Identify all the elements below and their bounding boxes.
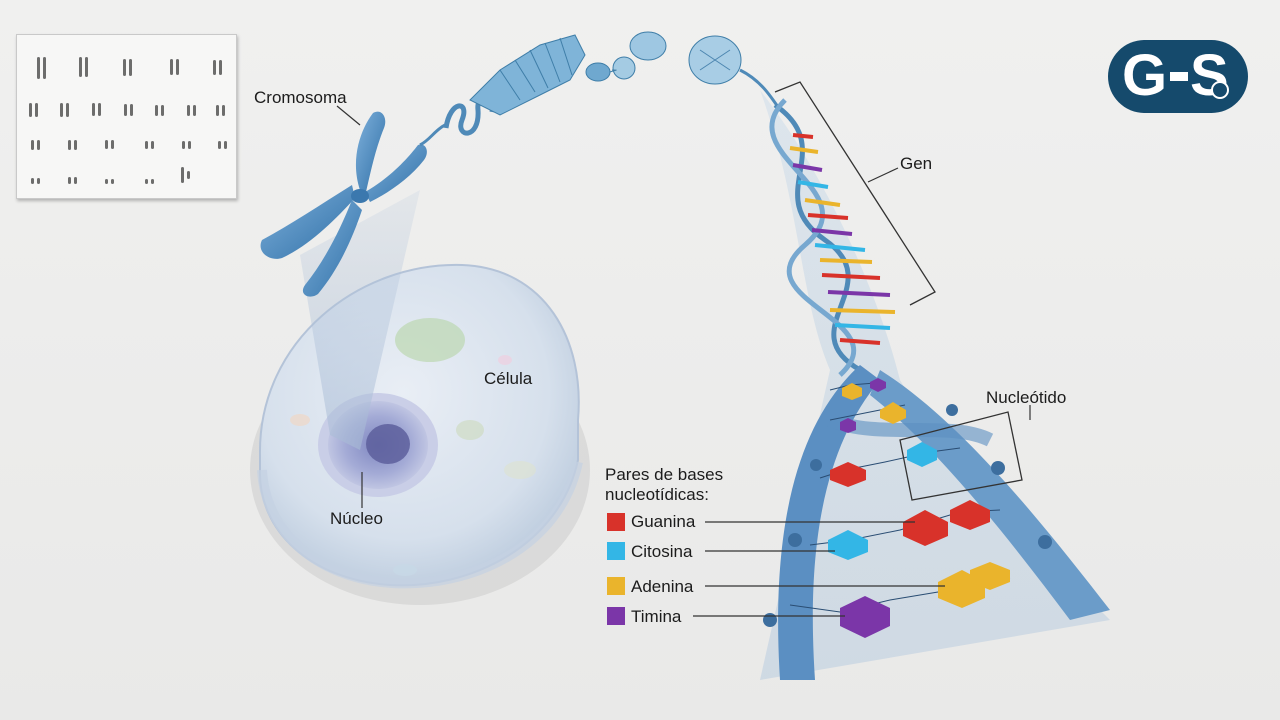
brand-logo: G S (1108, 40, 1248, 113)
label-nucleus: Núcleo (330, 509, 383, 528)
label-chromosome: Cromosoma (254, 88, 347, 107)
dna-helix-upper (769, 98, 896, 377)
legend-item-cytosine: Citosina (631, 542, 693, 561)
karyotype-inset (16, 34, 237, 199)
mitochondria-organelle (456, 420, 484, 440)
chromosome (260, 111, 427, 297)
legend-item-guanine: Guanina (631, 512, 696, 531)
nucleotide-box (899, 411, 1023, 501)
thymine-swatch (607, 607, 625, 625)
vesicle-organelle (498, 355, 512, 365)
label-gene: Gen (900, 154, 933, 173)
gene-bracket (774, 81, 936, 306)
golgi-organelle (395, 318, 465, 362)
karyotype-chromosomes (29, 57, 227, 184)
label-cell: Célula (484, 369, 533, 388)
guanine-swatch (607, 513, 625, 531)
legend-leader-lines (693, 521, 945, 617)
legend-title-line2: nucleotídicas: (605, 485, 709, 504)
chromosome-leader-line (336, 105, 361, 126)
label-nucleotide: Nucleótido (986, 388, 1067, 407)
legend-item-thymine: Timina (631, 607, 682, 626)
adenine-swatch (607, 577, 625, 595)
logo-plus-icon (1170, 72, 1229, 99)
vesicle-organelle (504, 461, 536, 479)
legend-item-adenine: Adenina (631, 577, 694, 596)
logo-letter-g: G (1122, 43, 1168, 108)
chromatin-fiber (419, 31, 782, 147)
vesicle-organelle (290, 414, 310, 426)
legend-title: Pares de bases nucleotídicas: (605, 465, 723, 505)
legend-title-line1: Pares de bases (605, 465, 724, 484)
vesicle-organelle (393, 564, 417, 576)
cytosine-swatch (607, 542, 625, 560)
cell-edge (257, 460, 583, 589)
nucleolus (366, 424, 410, 464)
gene-leader-line (867, 167, 899, 183)
